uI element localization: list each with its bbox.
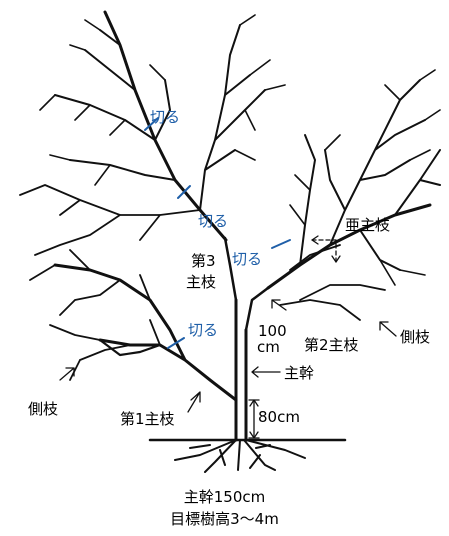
cut-mark-4 [271, 239, 291, 249]
second-main-branch [266, 203, 432, 290]
cut-label-3: 切る [232, 250, 263, 268]
cut-marks [144, 117, 291, 349]
third-main-label-line2: 主枝 [186, 273, 217, 291]
third-main-label-line1: 第3 [191, 252, 216, 270]
side-branch-label-right: 側枝 [400, 328, 431, 346]
second-main-label: 第2主枝 [304, 336, 359, 354]
cut-label-2: 切る [198, 212, 229, 230]
cut-mark-2 [177, 185, 191, 199]
first-main-label: 第1主枝 [120, 410, 175, 428]
sub-main-branch [289, 244, 341, 271]
height-80-dimension [248, 399, 260, 439]
pointer-arrows [59, 299, 397, 413]
side-branch-label-left: 側枝 [28, 400, 59, 418]
trunk-label: 主幹 [284, 364, 315, 382]
trunk [234, 298, 248, 442]
trunk-top [223, 236, 270, 332]
roots [174, 439, 306, 473]
caption-target-height: 目標樹高3～4m [170, 510, 279, 528]
caption-trunk-height: 主幹150cm [183, 488, 266, 506]
height-80-label: 80cm [258, 408, 300, 426]
height-100-label: 100 [258, 322, 287, 340]
first-main-branch [53, 263, 238, 402]
second-main-subbranches [299, 79, 441, 271]
cut-mark-1 [144, 117, 159, 131]
sub-main-dimension [311, 235, 341, 263]
height-100-unit: cm [257, 338, 280, 356]
sub-main-label: 亜主枝 [345, 216, 391, 234]
cut-label-1: 切る [150, 108, 181, 126]
cut-label-4: 切る [188, 321, 219, 339]
third-main-branch [103, 10, 228, 242]
cut-mark-3 [167, 337, 185, 349]
